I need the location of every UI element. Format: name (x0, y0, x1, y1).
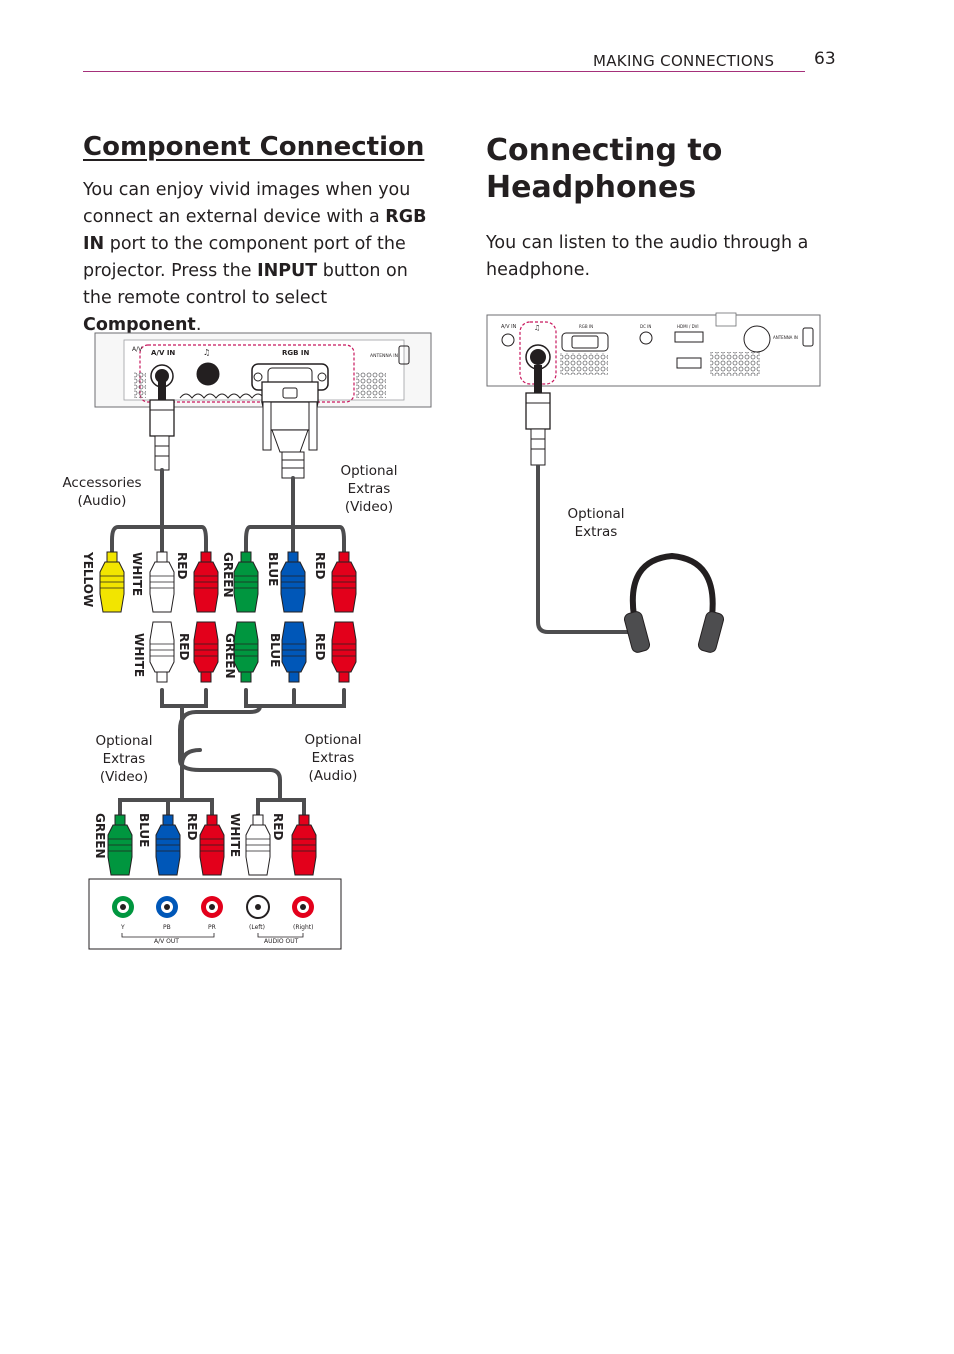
headphone-port-icon: ♫ (203, 348, 210, 357)
plug-color-label: GREEN (93, 813, 107, 859)
plug-row-3 (107, 814, 317, 876)
header-rule (83, 71, 805, 72)
source-device: Y PB PR (Left) (Right) A/V OUT AUDIO OUT (88, 878, 342, 950)
svg-text:A/V: A/V (132, 346, 143, 353)
plug-color-label: BLUE (266, 552, 280, 586)
headphone-plug (525, 365, 551, 466)
plug-color-label: GREEN (221, 552, 235, 598)
plug-color-label: RED (313, 633, 327, 660)
svg-text:ANTENNA IN: ANTENNA IN (773, 335, 798, 340)
panel-switch (398, 345, 410, 365)
rca-plug (281, 621, 307, 683)
rca-plug (233, 621, 259, 683)
headphone-jack (196, 362, 220, 386)
component-cables (110, 468, 346, 817)
svg-text:(Right): (Right) (293, 924, 313, 931)
plug-color-label: RED (177, 633, 191, 660)
plug-color-label: RED (185, 813, 199, 840)
plug-labels: YELLOW WHITE RED GREEN BLUE RED WHITE RED GREEN B… (81, 551, 327, 859)
rca-plug (149, 551, 175, 613)
component-paragraph: You can enjoy vivid images when you conn… (83, 180, 427, 335)
svg-text:RGB IN: RGB IN (579, 324, 593, 329)
plug-color-label: RED (313, 552, 327, 579)
projector-panel-right: A/V IN RGB IN DC IN HDMI / DVI ANTENNA I… (486, 312, 821, 387)
rca-plug (291, 814, 317, 876)
port-label-antenna: ANTENNA IN (370, 353, 398, 359)
rca-plug (331, 551, 357, 613)
headphone-cable (536, 465, 634, 634)
svg-text:Y: Y (120, 924, 125, 931)
plug-color-label: WHITE (132, 633, 146, 677)
headphones-icon (623, 552, 725, 653)
caption-accessories: Accessories (Audio) (62, 475, 142, 509)
highlight-area (139, 344, 355, 403)
vga-plug (261, 381, 319, 479)
plug-color-label: GREEN (223, 633, 237, 679)
plug-color-label: WHITE (130, 552, 144, 596)
svg-text:(Left): (Left) (249, 924, 265, 931)
rca-plug (199, 814, 225, 876)
port-label-rgb-in: RGB IN (282, 349, 310, 357)
plug-color-label: RED (271, 813, 285, 840)
page-number: 63 (814, 49, 836, 69)
plug-color-label: WHITE (228, 813, 242, 857)
rca-plug (331, 621, 357, 683)
headphone-port-icon-right: ♫ (534, 324, 540, 332)
plug-row-1 (99, 551, 357, 613)
caption-optional-video-bottom: Optional Extras (Video) (95, 733, 153, 785)
component-heading: Component Connection (83, 132, 425, 162)
rca-plug (149, 621, 175, 683)
caption-headphone-optional: Optional Extras (567, 506, 625, 540)
rca-plug (193, 551, 219, 613)
plug-row-2 (149, 621, 357, 683)
svg-text:PR: PR (208, 924, 216, 931)
headphones-paragraph: You can listen to the audio through a he… (486, 233, 809, 280)
svg-text:DC IN: DC IN (640, 324, 651, 329)
svg-text:HDMI / DVI: HDMI / DVI (677, 324, 699, 329)
rca-plug (233, 551, 259, 613)
rca-plug (107, 814, 133, 876)
rca-plug (99, 551, 125, 613)
caption-optional-video-top: Optional Extras (Video) (340, 463, 398, 515)
svg-text:A/V OUT: A/V OUT (154, 938, 179, 945)
headphones-heading: Connecting to Headphones (486, 133, 723, 205)
section-title: MAKING CONNECTIONS (593, 52, 775, 70)
rca-plug (155, 814, 181, 876)
svg-text:AUDIO OUT: AUDIO OUT (264, 938, 299, 945)
plug-color-label: BLUE (137, 813, 151, 847)
plug-color-label: BLUE (268, 633, 282, 667)
caption-optional-audio: Optional Extras (Audio) (304, 732, 362, 784)
plug-color-label: RED (175, 552, 189, 579)
rca-plug (280, 551, 306, 613)
rca-plug (245, 814, 271, 876)
rca-plug (193, 621, 219, 683)
plug-color-label: YELLOW (81, 551, 95, 607)
svg-text:PB: PB (163, 924, 171, 931)
svg-text:A/V IN: A/V IN (501, 324, 517, 330)
port-label-av-in: A/V IN (151, 349, 175, 357)
audio-av-plug (149, 380, 175, 471)
